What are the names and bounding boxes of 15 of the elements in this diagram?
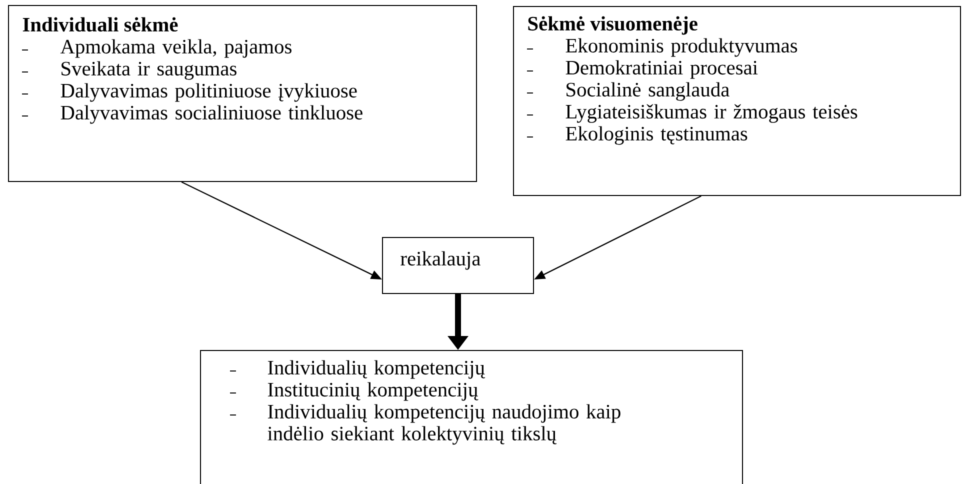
list-item: Sveikata ir saugumas [62, 61, 236, 80]
list-item: Lygiateisiškumas ir žmogaus teisės [566, 104, 858, 123]
list-item: Socialinė sanglauda [566, 82, 730, 101]
label: reikalauja [400, 251, 480, 270]
list-item: Ekonominis produktyvumas [566, 38, 798, 57]
heading: Sėkmė visuomenėje [528, 16, 698, 35]
list-item: Institucinių kompetencijų [268, 382, 478, 401]
list-item: Individualių kompetencijų [268, 360, 486, 379]
list-item: Demokratiniai procesai [566, 60, 758, 79]
list-item: Apmokama veikla, pajamos [60, 39, 292, 58]
list-item: Dalyvavimas socialiniuose tinkluose [60, 105, 362, 124]
list-item: Individualių kompetencijų naudojimo kaip indėlio siekiant kolektyvinių tikslų [268, 404, 620, 445]
list-item: Dalyvavimas politiniuose įvykiuose [60, 83, 357, 102]
list-item: Ekologinis tęstinumas [566, 126, 748, 145]
heading: Individuali sėkmė [22, 17, 178, 32]
